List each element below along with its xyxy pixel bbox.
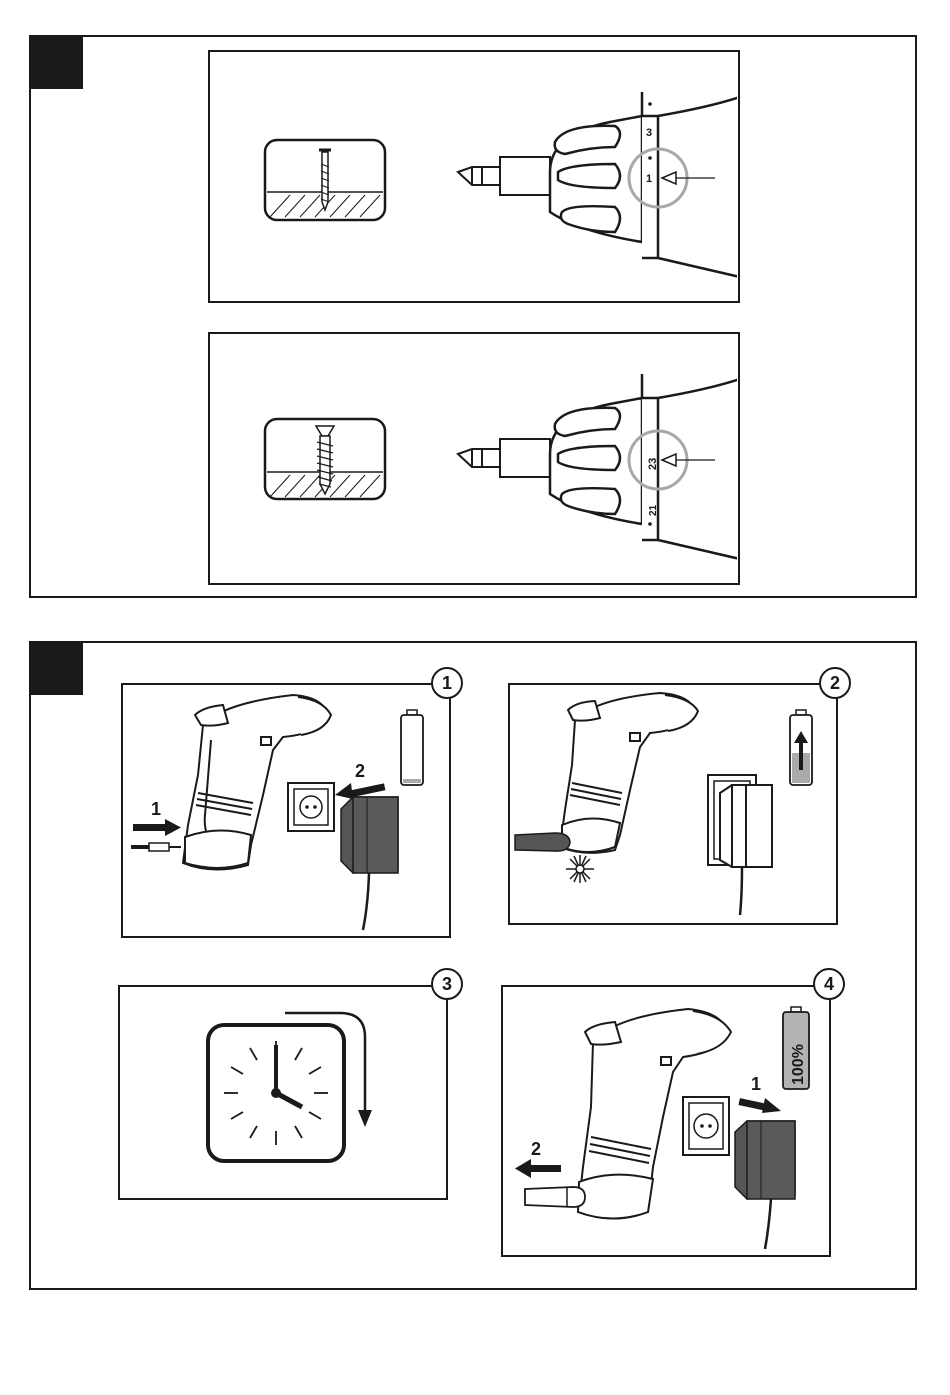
step-number-badge: 2 [819, 667, 851, 699]
battery-empty-icon [401, 710, 423, 785]
screwdriver-bit-icon [458, 439, 550, 477]
step-3-illustration [120, 987, 445, 1197]
torque-scale-label: 3 [646, 127, 652, 139]
charging-step-3 [118, 985, 448, 1200]
arrow-right-icon [738, 1098, 781, 1113]
power-adapter-icon [341, 797, 398, 930]
charging-step-4: 2 1 100% [501, 985, 831, 1257]
charging-light-icon [566, 855, 594, 883]
screwdriver-chuck-icon [550, 374, 737, 559]
panel-a-illustration: 3 1 [210, 52, 737, 300]
torque-scale-label: 1 [646, 173, 652, 185]
arrow-label: 2 [531, 1139, 541, 1159]
step-number-badge: 3 [431, 968, 463, 1000]
cordless-screwdriver-icon [560, 693, 698, 853]
arrow-right-icon [133, 819, 181, 836]
section-marker [31, 643, 83, 695]
step-number-badge: 1 [431, 667, 463, 699]
step-1-illustration: 1 2 [123, 685, 448, 935]
step-number: 1 [442, 673, 452, 694]
arrow-label: 1 [751, 1074, 761, 1094]
power-adapter-icon [735, 1121, 795, 1249]
screwdriver-bit-icon [458, 157, 550, 195]
torque-scale-label: 23 [647, 458, 659, 470]
charger-plug-icon [131, 843, 181, 851]
step-number: 2 [830, 673, 840, 694]
torque-panel-small-screw: 3 1 [208, 50, 740, 303]
battery-full-icon: 100% [783, 1007, 809, 1089]
charging-step-1: 1 2 [121, 683, 451, 938]
step-2-illustration [510, 685, 835, 922]
panel-b-illustration: 23 21 [210, 334, 737, 582]
figure-section-torque: 3 1 [29, 35, 917, 598]
charger-plug-icon [515, 833, 570, 851]
step-4-illustration: 2 1 100% [503, 987, 828, 1254]
wall-socket-icon [288, 783, 334, 831]
charging-step-2 [508, 683, 838, 925]
torque-scale-label: 21 [648, 504, 659, 516]
arrow-left-icon [515, 1159, 561, 1178]
step-number: 4 [824, 974, 834, 995]
charger-plug-icon [525, 1187, 585, 1207]
wall-socket-icon [683, 1097, 729, 1155]
battery-charging-icon [790, 710, 812, 785]
section-marker [31, 37, 83, 89]
large-screw-in-wood-icon [265, 419, 385, 499]
pointer-arrow-icon [662, 454, 676, 466]
pointer-arrow-icon [662, 172, 676, 184]
figure-section-charging: 1 2 [29, 641, 917, 1290]
arrow-label: 1 [151, 799, 161, 819]
step-number: 3 [442, 974, 452, 995]
screwdriver-chuck-icon [550, 92, 737, 277]
clock-icon [208, 1025, 344, 1161]
power-adapter-icon [720, 785, 772, 915]
arrow-label: 2 [355, 761, 365, 781]
step-number-badge: 4 [813, 968, 845, 1000]
small-screw-in-wood-icon [265, 140, 385, 220]
torque-panel-large-screw: 23 21 [208, 332, 740, 585]
battery-label: 100% [790, 1044, 807, 1085]
